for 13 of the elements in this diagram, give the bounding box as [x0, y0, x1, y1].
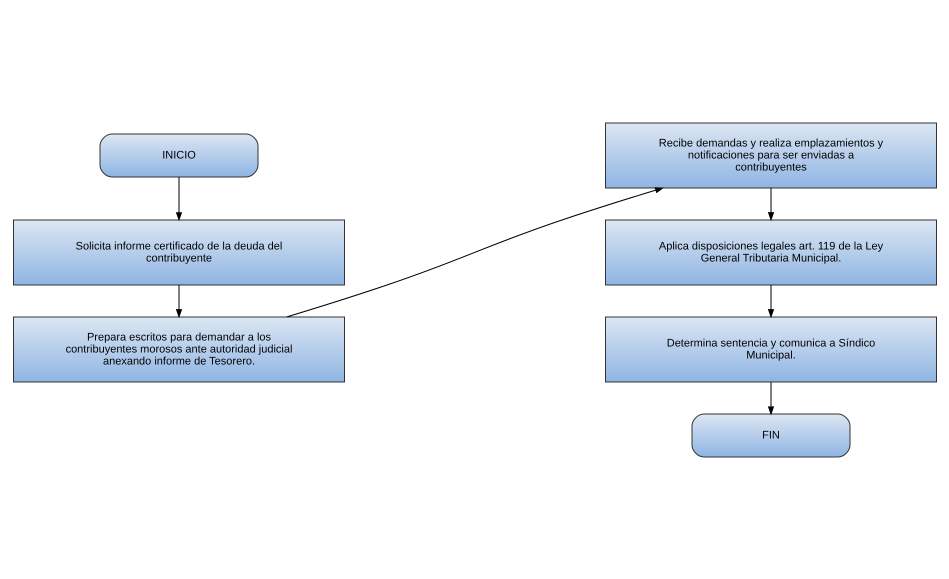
node-box: FIN — [691, 413, 850, 457]
node-box: Aplica disposiciones legales art. 119 de la Ley General Tributaria Municipal. — [604, 219, 936, 285]
arrow — [175, 284, 182, 318]
arrow — [175, 176, 182, 221]
arrow — [767, 284, 774, 318]
node-box: Solicita informe certificado de la deuda del contribuyente — [12, 219, 344, 285]
node-box: Recibe demandas y realiza emplazamientos y notificaciones para ser enviadas a contribuyentes — [604, 122, 936, 188]
node-box: Prepara escritos para demandar a los contribuyentes morosos ante autoridad judicial anexando informe de Tesorero. — [12, 316, 344, 382]
arrow — [286, 186, 664, 317]
node-box: Determina sentencia y comunica a Síndico Municipal. — [604, 316, 936, 382]
arrow — [767, 381, 774, 415]
arrow — [767, 187, 774, 221]
node-box: INICIO — [99, 133, 258, 177]
